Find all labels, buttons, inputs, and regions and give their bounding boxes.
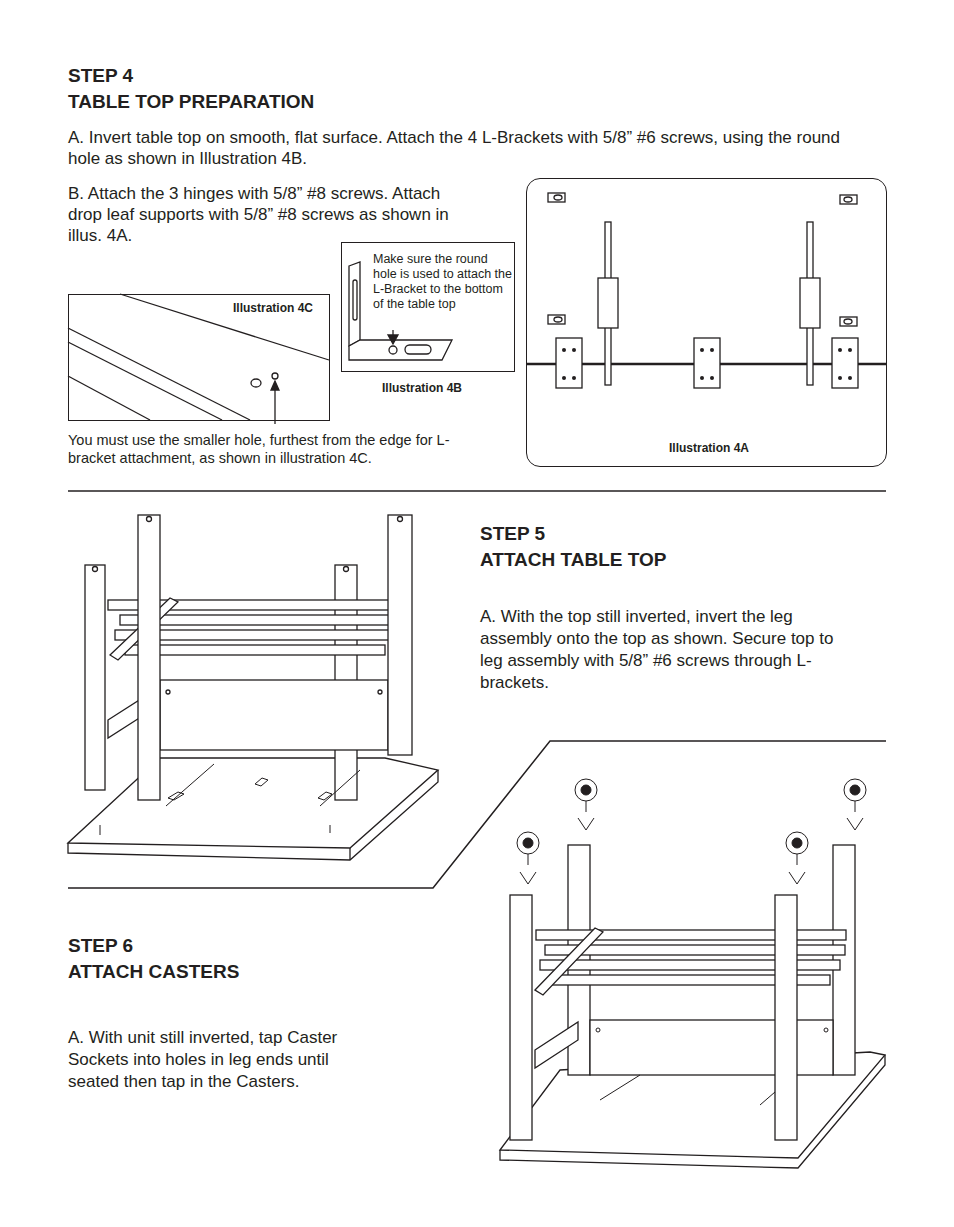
illustration-box: Make sure the round hole is used to atta… (341, 242, 515, 372)
callout-note: Make sure the round hole is used to atta… (373, 252, 513, 312)
instruction-text: You must use the smaller hole, furthest … (68, 431, 453, 467)
illustration-caption: Illustration 4A (669, 441, 779, 455)
illustration-box: Illustration 4A (526, 178, 887, 467)
step-heading: TABLE TOP PREPARATION (68, 90, 568, 114)
tabletop-underside (526, 193, 886, 388)
caster-assembly (500, 779, 885, 1168)
table-corner (68, 294, 329, 424)
rule (68, 490, 886, 491)
step-heading: STEP 4 (68, 64, 568, 88)
step-heading: ATTACH TABLE TOP (480, 548, 860, 572)
step-heading: ATTACH CASTERS (68, 960, 448, 984)
instruction-text: B. Attach the 3 hinges with 5/8” #8 scre… (68, 183, 478, 246)
step-heading: STEP 6 (68, 934, 448, 958)
instruction-text: A. With unit still inverted, tap Caster … (68, 1027, 368, 1093)
illustration-caption: Illustration 4B (382, 381, 502, 395)
illustration-box: Illustration 4C (68, 294, 330, 421)
table-assembly (68, 515, 438, 860)
illustration-caption: Illustration 4C (233, 301, 325, 315)
step-heading: STEP 5 (480, 522, 860, 546)
instruction-text: A. With the top still inverted, invert t… (480, 606, 860, 694)
divider (68, 741, 886, 888)
instruction-text: A. Invert table top on smooth, flat surf… (68, 127, 868, 169)
